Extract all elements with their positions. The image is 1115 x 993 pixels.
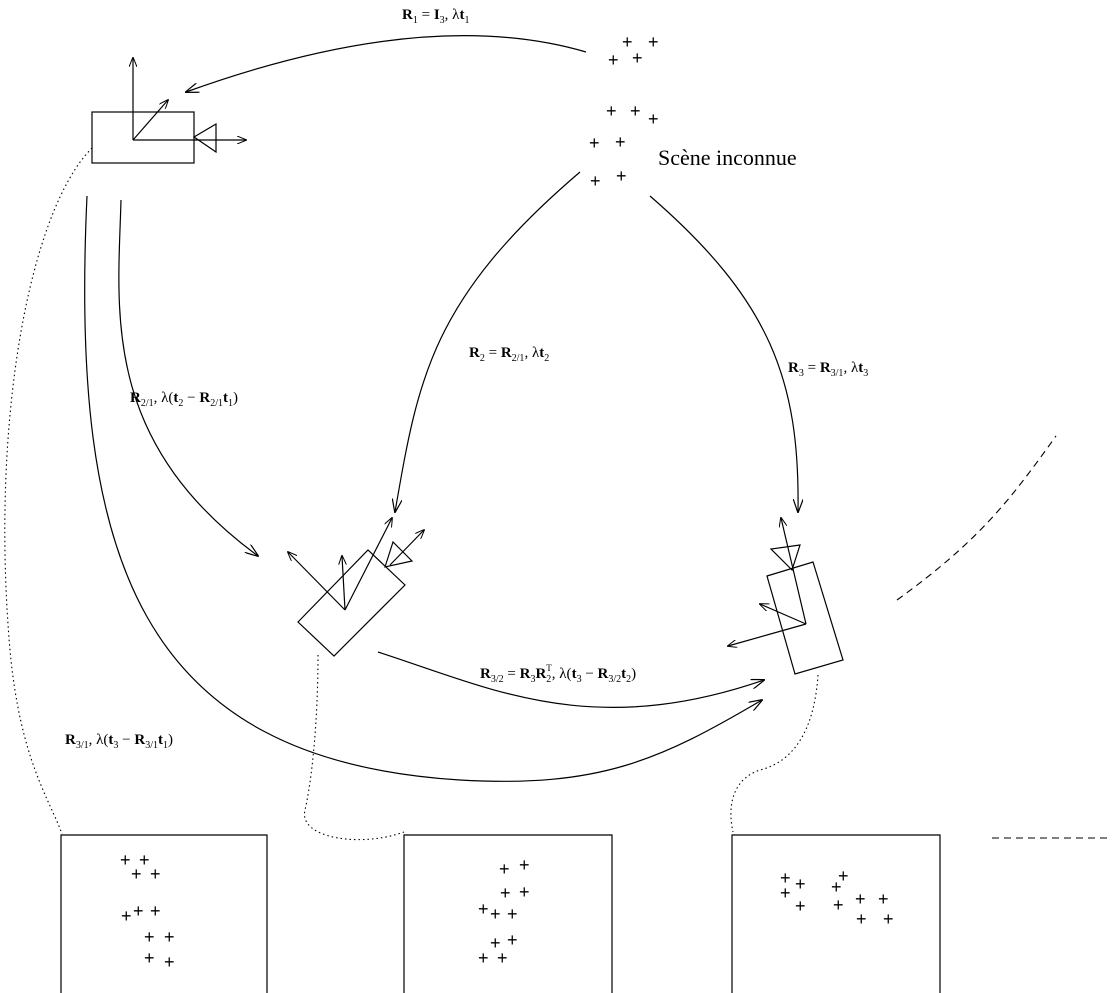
scene-points: + + + + + + + + + + +: [589, 32, 659, 191]
image-point: +: [780, 883, 791, 903]
camera-2-axis: [342, 556, 345, 611]
link-camera-2-image-2: [304, 654, 405, 841]
camera-3-body: [766, 561, 844, 675]
arrow-scene-to-camera-3: [649, 195, 798, 512]
scene-point: +: [589, 133, 600, 153]
scene-point: +: [630, 101, 641, 121]
image-point: +: [833, 895, 844, 915]
label-r31: R3/1, λ(t3 − R3/1t1): [65, 732, 173, 751]
scene-point: +: [622, 32, 633, 52]
scene-point: +: [632, 48, 643, 68]
image-point: +: [507, 904, 518, 924]
image-point: +: [150, 864, 161, 884]
image-point: +: [795, 896, 806, 916]
arrow-camera-1-to-camera-3: [84, 195, 762, 782]
label-r21: R2/1, λ(t2 − R2/1t1): [130, 390, 238, 409]
camera-1-body: [91, 111, 195, 164]
scene-point: +: [590, 171, 601, 191]
camera-3-axis: [728, 623, 807, 646]
image-point: +: [519, 882, 530, 902]
image-point: +: [120, 850, 131, 870]
camera-1-lens: [192, 122, 217, 154]
camera-1-axis: [132, 100, 168, 141]
camera-3-lens: [769, 544, 801, 572]
camera-2-axis: [344, 518, 392, 611]
image-point: +: [838, 866, 849, 886]
image-point: +: [139, 850, 150, 870]
image-point: +: [133, 901, 144, 921]
scene-point: +: [606, 101, 617, 121]
image-point: +: [164, 952, 175, 972]
image-point: +: [478, 899, 489, 919]
arrow-camera-2-to-camera-3: [377, 651, 764, 709]
label-r1: R1 = I3, λt1: [402, 7, 469, 26]
image-point: +: [164, 927, 175, 947]
camera-2-body: [297, 549, 406, 657]
camera-1: [91, 58, 246, 164]
image-point: +: [490, 933, 501, 953]
camera-2-axis: [389, 530, 424, 566]
image-point: +: [878, 889, 889, 909]
image-3: + + + + + + + + + + +: [731, 834, 941, 993]
image-2: + + + + + + + + + + +: [403, 834, 613, 993]
image-point: +: [500, 883, 511, 903]
image-point: +: [795, 874, 806, 894]
image-point: +: [499, 859, 510, 879]
camera-2-axis: [288, 552, 346, 611]
scene-point: +: [648, 109, 659, 129]
image-point: +: [497, 948, 508, 968]
image-point: +: [855, 889, 866, 909]
scene-point: +: [615, 132, 626, 152]
scene-label: Scène inconnue: [658, 145, 797, 170]
image-point: +: [507, 930, 518, 950]
image-2-frame: [403, 834, 613, 993]
image-point: +: [144, 948, 155, 968]
image-point: +: [144, 927, 155, 947]
image-point: +: [780, 868, 791, 888]
link-camera-1-image-1: [4, 147, 93, 835]
image-point: +: [883, 909, 894, 929]
label-r2: R2 = R2/1, λt2: [469, 345, 549, 364]
image-point: +: [856, 909, 867, 929]
continuation-dashes: [896, 435, 1057, 601]
scene-point: +: [648, 32, 659, 52]
scene-point: +: [608, 50, 619, 70]
image-1: + + + + + + + + + + +: [60, 834, 268, 993]
arrow-scene-to-camera-2: [395, 171, 581, 512]
link-camera-3-image-3: [730, 674, 819, 833]
image-point: +: [121, 906, 132, 926]
label-r32: R3/2 = R3R2T, λ(t3 − R3/2t2): [480, 663, 636, 685]
image-point: +: [131, 864, 142, 884]
image-point: +: [519, 855, 530, 875]
image-point: +: [831, 877, 842, 897]
arrow-camera-1-to-camera-2: [118, 199, 258, 556]
image-point: +: [150, 901, 161, 921]
image-point: +: [478, 948, 489, 968]
image-point: +: [490, 904, 501, 924]
scene-point: +: [616, 166, 627, 186]
arrow-scene-to-camera-1: [186, 35, 587, 92]
camera-3-axis: [760, 604, 807, 625]
label-r3: R3 = R3/1, λt3: [788, 360, 868, 379]
camera-3: [728, 518, 844, 675]
image-1-frame: [60, 834, 268, 993]
camera-3-axis: [781, 518, 807, 625]
image-3-frame: [731, 834, 941, 993]
camera-2: [288, 518, 424, 657]
